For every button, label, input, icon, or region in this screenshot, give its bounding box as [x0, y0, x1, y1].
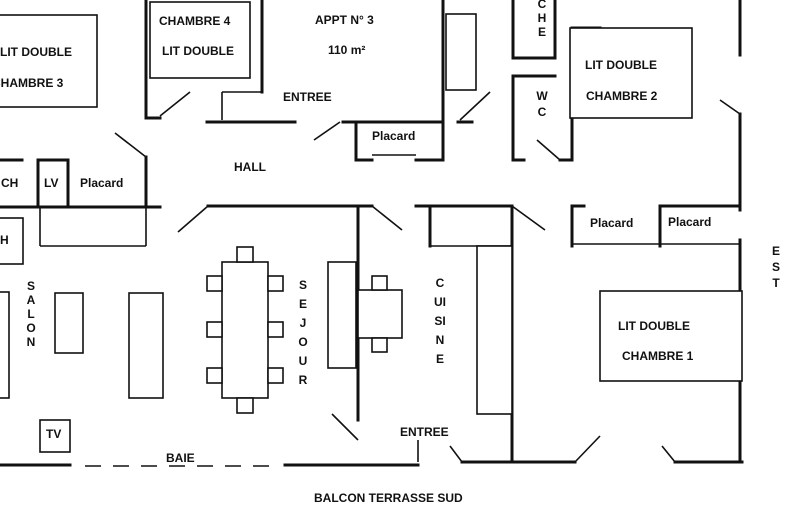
- room-chambre-3-label: CHAMBRE 3: [0, 76, 64, 90]
- bed-chambre-1: [599, 290, 743, 382]
- orientation-label: EST: [771, 244, 780, 290]
- tv-label: TV: [46, 427, 62, 441]
- baie-label: BAIE: [166, 451, 195, 465]
- bed-chambre-3-label: LIT DOUBLE: [0, 45, 72, 59]
- room-chambre-2-label: CHAMBRE 2: [586, 89, 658, 103]
- bed-chambre-2: [569, 27, 693, 119]
- sofa-left: [0, 291, 10, 399]
- bed-chambre-4: [149, 1, 251, 79]
- dining-table: [221, 261, 269, 399]
- placard-ch1-a-label: Placard: [590, 216, 634, 230]
- bed-chambre-2-label: LIT DOUBLE: [585, 58, 657, 72]
- placard-lv-label: Placard: [80, 176, 124, 190]
- cuisine-label: CUISINE: [434, 276, 446, 366]
- bed-chambre-4-label: LIT DOUBLE: [162, 44, 234, 58]
- room-chambre-1-label: CHAMBRE 1: [622, 349, 694, 363]
- tv-unit: [39, 419, 71, 453]
- entree-top-label: ENTREE: [283, 90, 332, 104]
- lv-label: LV: [44, 176, 59, 190]
- salon-label: SALON: [26, 279, 36, 349]
- bed-chambre-3: [0, 14, 98, 108]
- sofa-right: [128, 292, 164, 399]
- placard-hall-label: Placard: [372, 129, 416, 143]
- placard-ch1-b-label: Placard: [668, 215, 712, 229]
- coffee-table: [54, 292, 84, 354]
- apartment-area: 110 m²: [328, 43, 366, 57]
- hall-label: HALL: [234, 160, 266, 174]
- room-chambre-4-label: CHAMBRE 4: [159, 14, 231, 28]
- douche-top-label: CHE: [537, 0, 547, 39]
- left-cut-label: H: [0, 233, 9, 247]
- dining-chairs: [206, 246, 284, 414]
- douche-left-label: CH: [1, 176, 19, 190]
- bed-chambre-1-label: LIT DOUBLE: [618, 319, 690, 333]
- balcony-label: BALCON TERRASSE SUD: [314, 491, 463, 505]
- apartment-name: APPT N° 3: [315, 13, 374, 27]
- sejour-label: SEJOUR: [298, 278, 308, 387]
- entree-bottom-label: ENTREE: [400, 425, 449, 439]
- wc-label: WC: [536, 89, 548, 119]
